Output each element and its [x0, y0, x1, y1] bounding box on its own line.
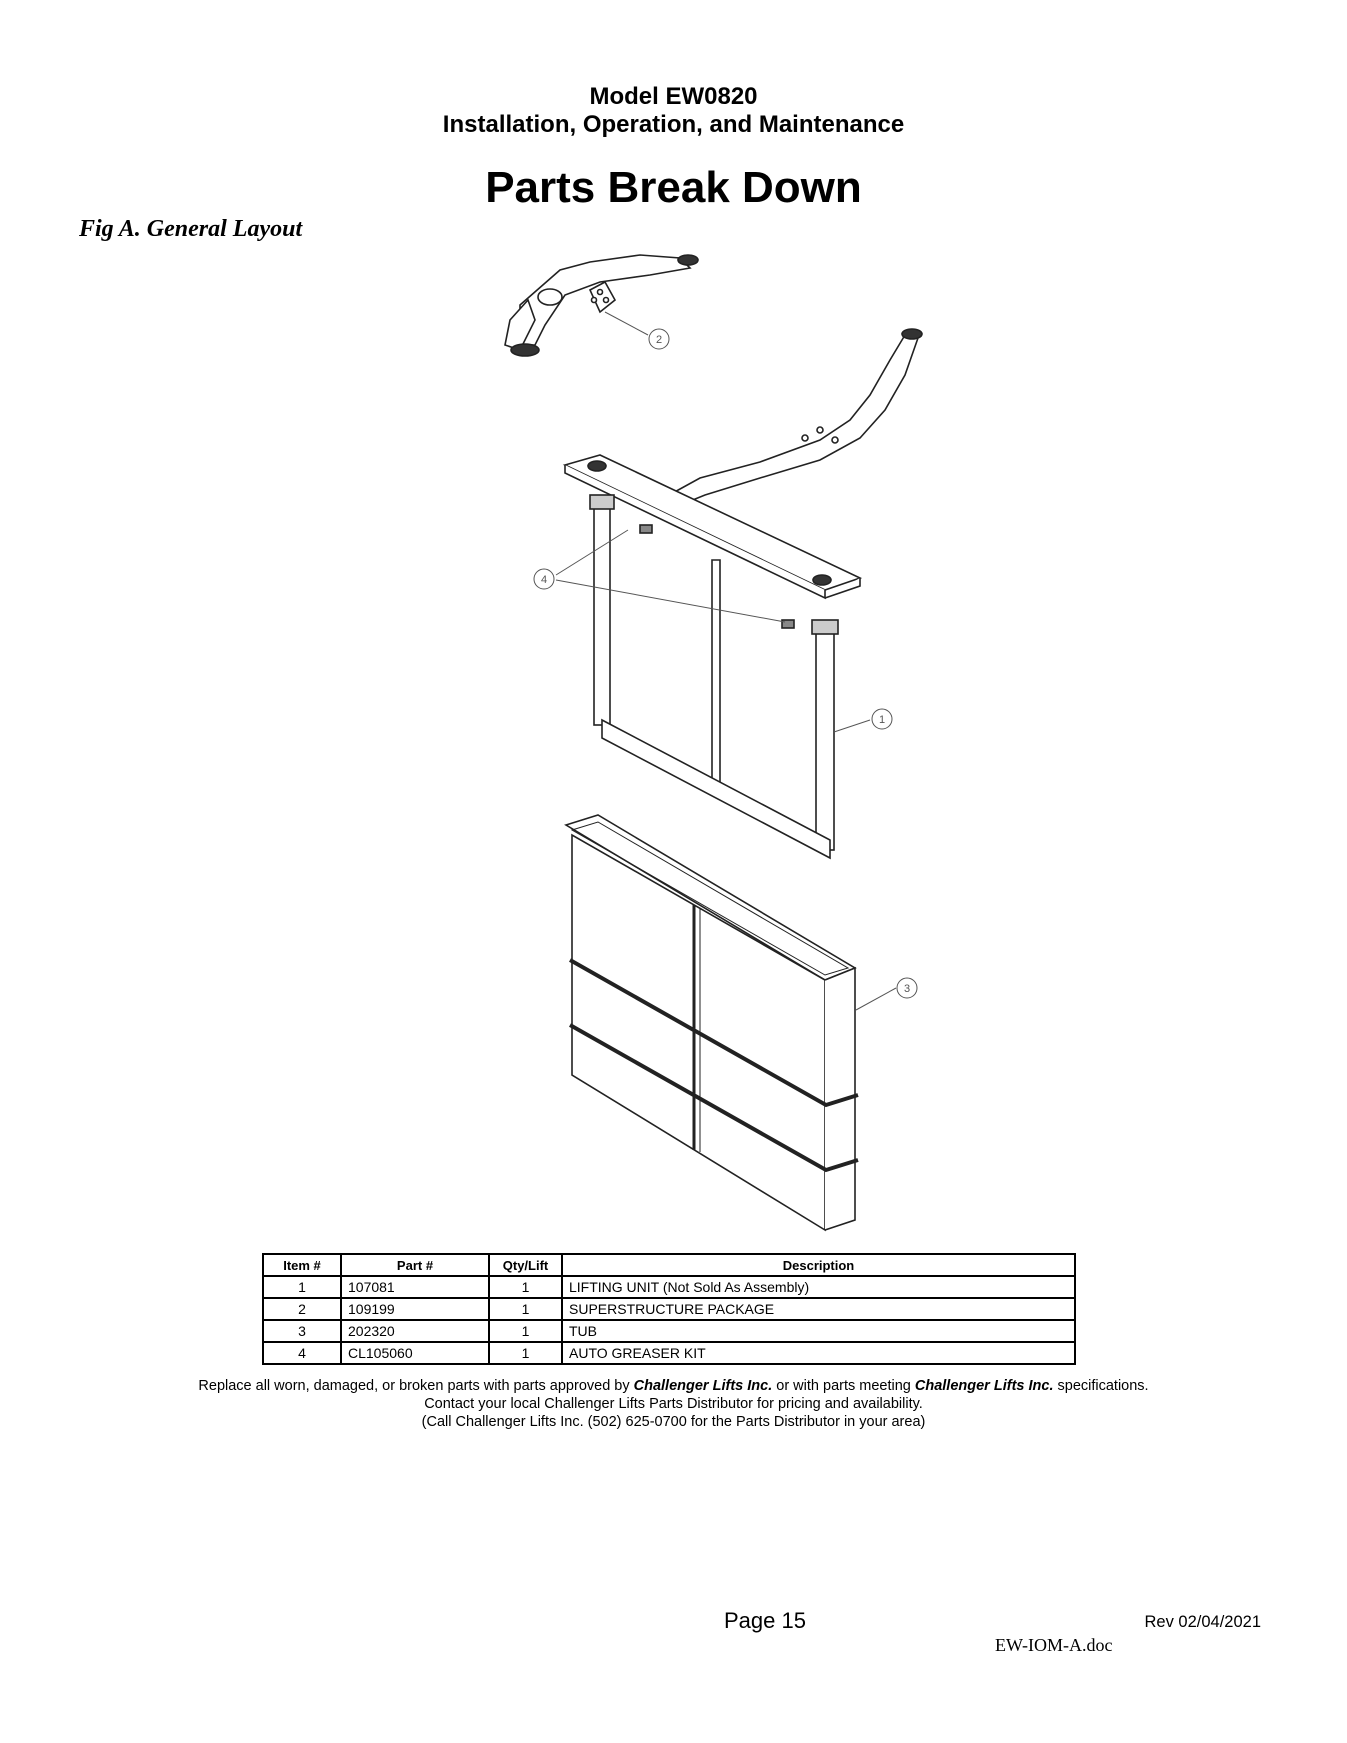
revision-date: Rev 02/04/2021	[1144, 1613, 1261, 1631]
cell-qty: 1	[488, 1319, 563, 1343]
col-qty: Qty/Lift	[488, 1253, 563, 1277]
cell-part: 107081	[340, 1275, 490, 1299]
cell-description: LIFTING UNIT (Not Sold As Assembly)	[561, 1275, 1076, 1299]
callout-leaders	[555, 311, 897, 1011]
tub	[564, 814, 859, 1232]
callout-circle-1	[871, 708, 893, 730]
note-line-1: Replace all worn, damaged, or broken par…	[0, 1377, 1347, 1395]
note-text: or with parts meeting	[772, 1378, 915, 1394]
table-row: 2 109199 1 SUPERSTRUCTURE PACKAGE	[262, 1297, 1076, 1321]
col-item: Item #	[262, 1253, 342, 1277]
cell-qty: 1	[488, 1341, 563, 1365]
superstructure-arms-right	[656, 328, 923, 511]
cell-item: 3	[262, 1319, 342, 1343]
callout-1: 1	[879, 714, 885, 726]
page-title: Parts Break Down	[485, 163, 862, 212]
replacement-note: Replace all worn, damaged, or broken par…	[0, 1377, 1347, 1431]
callout-circle-2	[648, 328, 670, 350]
cell-qty: 1	[488, 1275, 563, 1299]
note-text: specifications.	[1053, 1378, 1149, 1394]
note-line-3: (Call Challenger Lifts Inc. (502) 625-07…	[421, 1414, 926, 1430]
col-part: Part #	[340, 1253, 490, 1277]
cell-item: 4	[262, 1341, 342, 1365]
cell-part: 202320	[340, 1319, 490, 1343]
brand-name: Challenger Lifts Inc.	[633, 1378, 773, 1394]
col-description: Description	[561, 1253, 1076, 1277]
parts-table: Item # Part # Qty/Lift Description 1 107…	[262, 1253, 1076, 1365]
lifting-unit	[562, 454, 863, 860]
manual-subtitle: Installation, Operation, and Maintenance	[442, 111, 905, 138]
callout-circle-4	[533, 568, 555, 590]
table-row: 3 202320 1 TUB	[262, 1319, 1076, 1343]
cell-qty: 1	[488, 1297, 563, 1321]
callout-2: 2	[656, 334, 662, 346]
note-text: Replace all worn, damaged, or broken par…	[198, 1378, 634, 1394]
note-line-2: Contact your local Challenger Lifts Part…	[424, 1396, 923, 1412]
cell-item: 2	[262, 1297, 342, 1321]
cell-description: SUPERSTRUCTURE PACKAGE	[561, 1297, 1076, 1321]
callout-circle-3	[896, 977, 918, 999]
cell-part: 109199	[340, 1297, 490, 1321]
table-row: 4 CL105060 1 AUTO GREASER KIT	[262, 1341, 1076, 1365]
page-number: Page 15	[724, 1608, 806, 1633]
document-name: EW-IOM-A.doc	[995, 1635, 1113, 1655]
cell-part: CL105060	[340, 1341, 490, 1365]
table-header-row: Item # Part # Qty/Lift Description	[262, 1253, 1076, 1277]
model-heading: Model EW0820	[589, 83, 758, 110]
cell-item: 1	[262, 1275, 342, 1299]
table-row: 1 107081 1 LIFTING UNIT (Not Sold As Ass…	[262, 1275, 1076, 1299]
callout-3: 3	[904, 983, 910, 995]
cell-description: AUTO GREASER KIT	[561, 1341, 1076, 1365]
cell-description: TUB	[561, 1319, 1076, 1343]
figure-label: Fig A. General Layout	[79, 216, 303, 242]
superstructure-arms-top	[504, 254, 699, 357]
callout-4: 4	[541, 574, 547, 586]
brand-name: Challenger Lifts Inc.	[914, 1378, 1054, 1394]
